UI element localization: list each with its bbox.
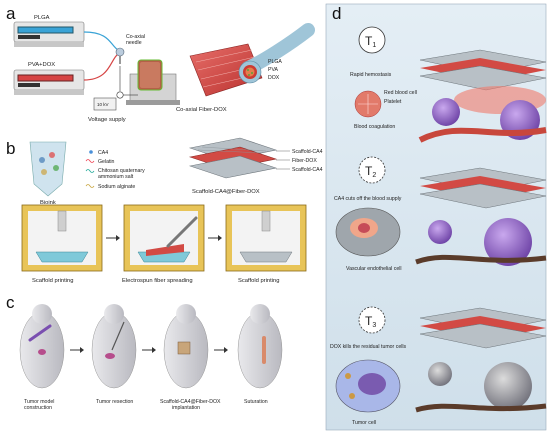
- step-c-1-line1: Tumor model: [24, 399, 54, 405]
- legend-dox: DOX: [268, 75, 280, 81]
- step-c-4: Suturation: [244, 399, 268, 405]
- panel-c: c Tumor model construction Tumor resecti…: [6, 293, 283, 411]
- stage-t3: T3 DOX kills the residual tumor cells Tu…: [330, 306, 547, 426]
- voltage-supply-icon: 10 kV: [93, 66, 138, 111]
- clock-t3-icon: [358, 306, 386, 334]
- label-voltage-supply: Voltage supply: [88, 117, 126, 123]
- legend-chitosan-icon: [85, 169, 95, 173]
- layer-label-mid: Fiber-DOX: [292, 158, 317, 164]
- step-c-3-line1: Scaffold-CA4@Fiber-DOX: [160, 399, 221, 405]
- label-platelet: Platelet: [384, 99, 402, 105]
- legend-alginate: Sodium alginate: [98, 184, 135, 190]
- step-c-1-line2: construction: [24, 405, 52, 411]
- label-coaxial-needle: Co-axial needle: [126, 34, 146, 46]
- label-coaxial-needle-line2: needle: [126, 40, 142, 46]
- legend-gelatin-icon: [85, 159, 95, 163]
- step-c-3-line2: implantation: [172, 405, 200, 411]
- pump-pva-dox: [13, 69, 85, 95]
- stage-t1-caption: Rapid hemostasis: [350, 72, 392, 78]
- layered-scaffold: [188, 137, 278, 179]
- label-pva-dox: PVA+DOX: [28, 62, 55, 68]
- label-tumor-cell: Tumor cell: [352, 420, 376, 426]
- panel-b: b Bioink CA4 Gelatin Chitosan quaternary…: [6, 137, 323, 284]
- panel-a: a PLGA PVA+DOX Co-axial needle: [6, 4, 315, 123]
- legend-plga: PLGA: [268, 59, 282, 65]
- coaxial-needle-icon: [115, 47, 125, 64]
- fiber-mat: [189, 43, 263, 97]
- printer-2: [123, 204, 205, 272]
- panel-d: d T1 Rapid hemostasis Red blood cell Pla…: [325, 3, 547, 431]
- printer-1: [21, 204, 103, 272]
- label-coaxial-needle-line1: Co-axial: [126, 34, 145, 40]
- label-vascular-endothelial: Vascular endothelial cell: [346, 266, 402, 272]
- collector-drum: [126, 59, 180, 105]
- label-plga: PLGA: [34, 15, 50, 21]
- stage-t2-label: T2: [365, 164, 376, 179]
- label-scaffold-name: Scaffold-CA4@Fiber-DOX: [192, 189, 260, 195]
- step-c-2: Tumor resection: [96, 399, 133, 405]
- bioink-syringe-icon: [29, 141, 67, 197]
- legend-chitosan: Chitosan quaternary ammonium salt: [98, 168, 146, 180]
- voltage-box-text: 10 kV: [97, 102, 109, 107]
- clock-t1-icon: [358, 26, 386, 54]
- step-b-2: Electrospun fiber spreading: [122, 278, 193, 284]
- mouse-3: [163, 304, 209, 389]
- legend-gelatin: Gelatin: [98, 159, 115, 165]
- legend-chitosan-line1: Chitosan quaternary: [98, 168, 145, 174]
- step-b-3: Scaffold printing: [238, 278, 279, 284]
- mouse-1: [19, 304, 65, 389]
- bioink-legend: CA4 Gelatin Chitosan quaternary ammonium…: [85, 150, 146, 190]
- mouse-4: [237, 304, 283, 389]
- legend-alginate-icon: [85, 184, 95, 188]
- panel-a-letter: a: [6, 4, 16, 23]
- stage-t3-label: T3: [365, 314, 376, 329]
- layer-label-top: Scaffold-CA4: [292, 149, 323, 155]
- label-blood-coagulation: Blood coagulation: [354, 124, 395, 130]
- panel-b-letter: b: [6, 139, 15, 158]
- legend-pva: PVA: [268, 67, 279, 73]
- clock-t2-icon: [358, 156, 386, 184]
- step-c-3: Scaffold-CA4@Fiber-DOX implantation: [160, 399, 222, 411]
- stage-t1: T1 Rapid hemostasis Red blood cell Plate…: [350, 26, 547, 143]
- legend-ca4-icon: [89, 150, 93, 154]
- step-b-1: Scaffold printing: [32, 278, 73, 284]
- step-c-1: Tumor model construction: [24, 399, 56, 411]
- stage-t1-label: T1: [365, 34, 376, 49]
- stage-t3-caption: DOX kills the residual tumor cells: [330, 344, 407, 350]
- legend-ca4: CA4: [98, 150, 108, 156]
- label-fiber: Co-axial Fiber-DOX: [176, 107, 227, 113]
- layer-label-bottom: Scaffold-CA4: [292, 167, 323, 173]
- panel-c-letter: c: [6, 293, 15, 312]
- mouse-2: [91, 304, 137, 389]
- printer-3: [225, 204, 307, 272]
- label-red-blood-cell: Red blood cell: [384, 90, 417, 96]
- stage-t2: T2 CA4 cuts off the blood supply Vascula…: [334, 156, 547, 272]
- pump-plga: [13, 21, 85, 47]
- legend-chitosan-line2: ammonium salt: [98, 174, 134, 180]
- panel-d-letter: d: [332, 4, 341, 23]
- label-bioink: Bioink: [40, 200, 56, 206]
- stage-t2-caption: CA4 cuts off the blood supply: [334, 196, 402, 202]
- fiber-cross-section: [238, 23, 315, 84]
